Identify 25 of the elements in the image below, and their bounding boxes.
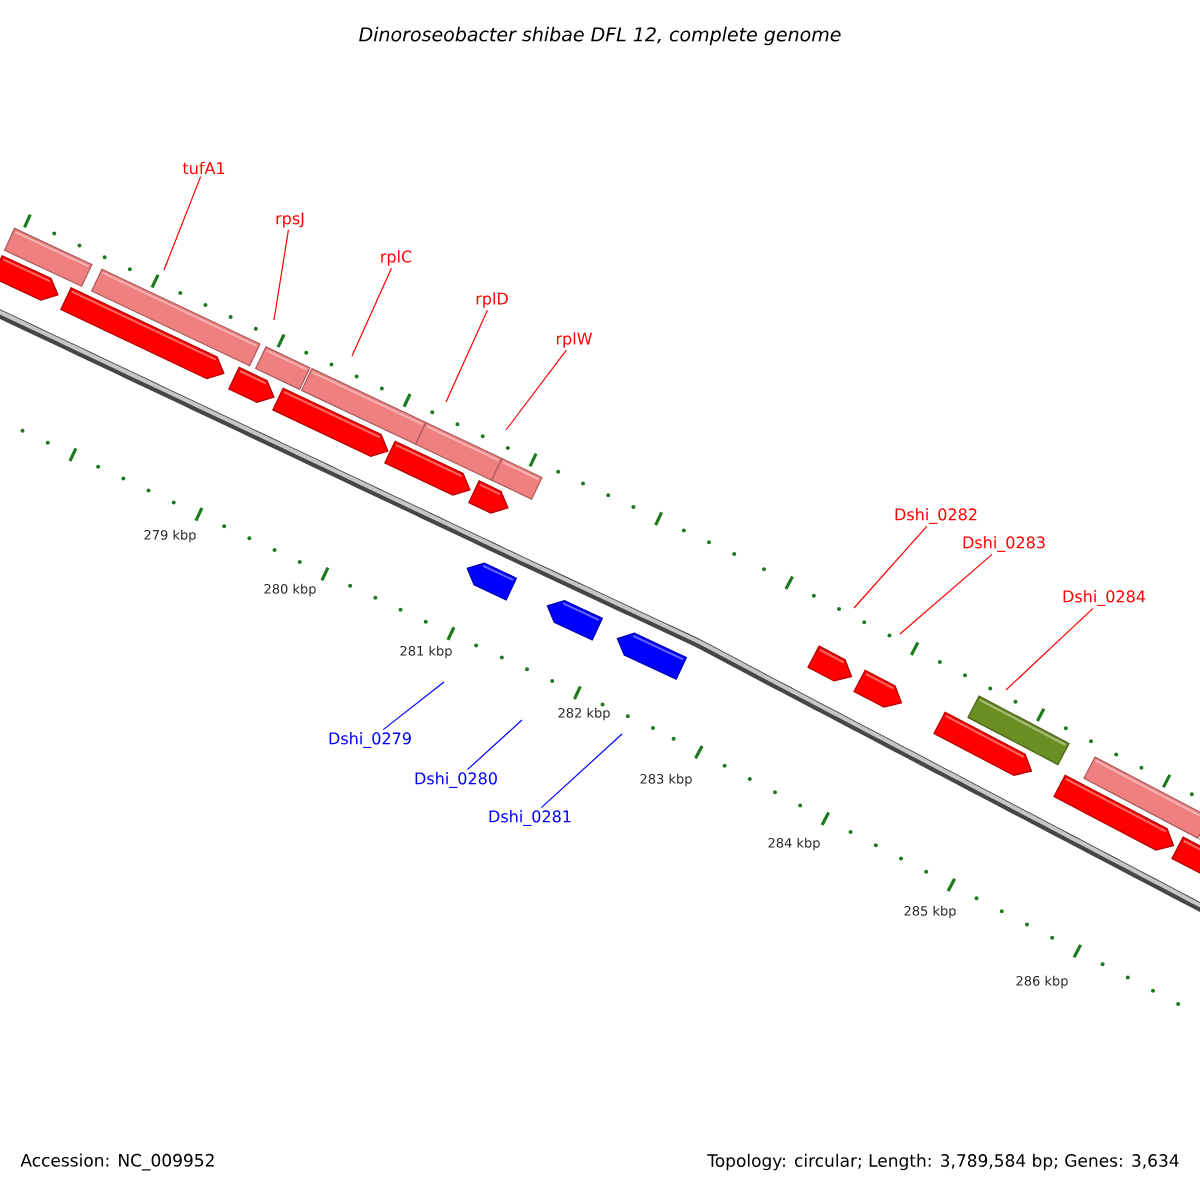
leader-line (273, 229, 290, 321)
gene-label: rplD (476, 292, 508, 308)
footer-text: Accession: NC_009952 (20, 1153, 214, 1171)
leader-line (445, 309, 489, 403)
gene-label: tufA1 (182, 161, 225, 175)
gene-label: Dshi_0280 (415, 772, 497, 788)
leader-line (382, 681, 445, 731)
leader-line (505, 349, 567, 431)
gene-label: rplW (556, 332, 592, 348)
gene-label: Dshi_0279 (329, 732, 411, 748)
footer-text: Topology: circular; Length: 3,789,584 bp; Genes: 3,634 (707, 1153, 1179, 1171)
title: Dinoroseobacter shibae DFL 12, complete genome (359, 26, 841, 46)
gene-label: Dshi_0281 (489, 810, 571, 826)
gene-label: rpsJ (276, 212, 304, 228)
leader-line (1005, 607, 1094, 691)
leader-line (466, 719, 523, 771)
leader-line (540, 733, 623, 809)
gene-label: Dshi_0283 (963, 536, 1045, 552)
leader-line (899, 553, 993, 635)
gene-label: Dshi_0284 (1063, 590, 1146, 606)
gene-label: rplC (381, 250, 412, 266)
leader-line (163, 176, 202, 271)
leader-line (853, 525, 928, 609)
leader-line (351, 267, 393, 357)
gene-label: Dshi_0282 (895, 508, 977, 524)
